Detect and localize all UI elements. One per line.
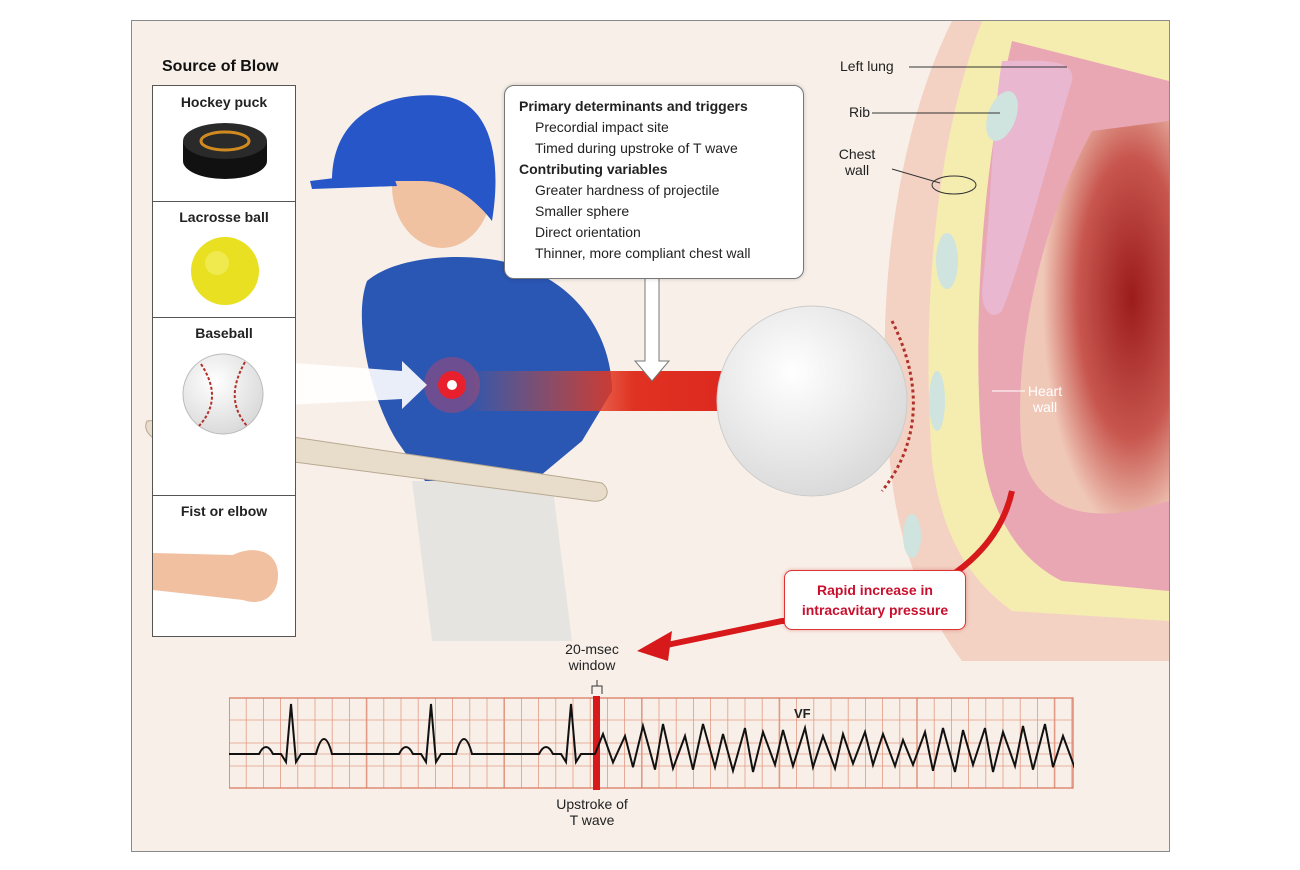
source-item-baseball: Baseball <box>153 317 295 496</box>
primary-item: Precordial impact site <box>535 119 669 135</box>
source-panel-title: Source of Blow <box>162 58 279 75</box>
ecg-trace <box>229 703 1074 775</box>
contributing-item: Greater hardness of projectile <box>535 182 720 198</box>
infobox-pointer <box>633 279 671 382</box>
upstroke-label-line: T wave <box>569 812 615 828</box>
t-wave-marker <box>593 696 600 790</box>
ball-path-arrow <box>267 361 427 409</box>
source-item-hockey-puck: Hockey puck <box>153 86 295 202</box>
contributing-heading: Contributing variables <box>519 161 668 177</box>
illustration-frame: Source of Blow Hockey puck Lacrosse ball… <box>131 20 1170 852</box>
fist-icon <box>153 550 278 603</box>
primary-heading: Primary determinants and triggers <box>519 98 748 114</box>
pressure-line: intracavitary pressure <box>801 602 949 618</box>
baseball-icon <box>182 353 264 435</box>
window-bracket <box>591 680 603 694</box>
window-label-line: window <box>568 657 616 673</box>
source-item-label: Lacrosse ball <box>179 209 269 225</box>
lacrosse-ball-icon <box>191 237 259 305</box>
source-item-label: Baseball <box>195 325 253 341</box>
label-chest-wall-line: wall <box>844 162 870 178</box>
vf-label: VF <box>794 706 811 721</box>
label-left-lung: Left lung <box>840 58 894 74</box>
label-heart-wall-line: wall <box>1032 399 1058 415</box>
label-heart-wall: Heart wall <box>1020 383 1070 415</box>
source-panel: Hockey puck Lacrosse ball Baseball Fist … <box>152 85 296 637</box>
chest-anatomy <box>884 21 1169 661</box>
ecg-strip: VF <box>229 680 1074 790</box>
upstroke-label: Upstroke of T wave <box>542 796 642 828</box>
magnified-baseball <box>716 305 908 497</box>
source-item-label: Fist or elbow <box>180 503 268 519</box>
contributing-item: Smaller sphere <box>535 203 630 219</box>
label-rib: Rib <box>849 104 871 120</box>
illustration-art <box>145 21 1169 661</box>
primary-item: Timed during upstroke of T wave <box>535 140 738 156</box>
pressure-callout: Rapid increase in intracavitary pressure <box>784 570 966 630</box>
label-heart-wall-line: Heart <box>1027 383 1063 399</box>
source-item-fist: Fist or elbow <box>153 495 295 636</box>
contributing-item: Thinner, more compliant chest wall <box>535 245 751 261</box>
label-chest-wall: Chest wall <box>832 146 882 178</box>
hockey-puck-icon <box>183 123 267 179</box>
upstroke-label-line: Upstroke of <box>556 796 628 812</box>
contributing-item: Direct orientation <box>535 224 641 240</box>
label-chest-wall-line: Chest <box>838 146 876 162</box>
pressure-line: Rapid increase in <box>817 582 933 598</box>
source-item-label: Hockey puck <box>180 94 268 110</box>
determinants-box: Primary determinants and triggers Precor… <box>504 85 804 279</box>
window-label-line: 20-msec <box>565 641 619 657</box>
source-item-lacrosse-ball: Lacrosse ball <box>153 201 295 318</box>
window-label: 20-msec window <box>552 641 632 673</box>
